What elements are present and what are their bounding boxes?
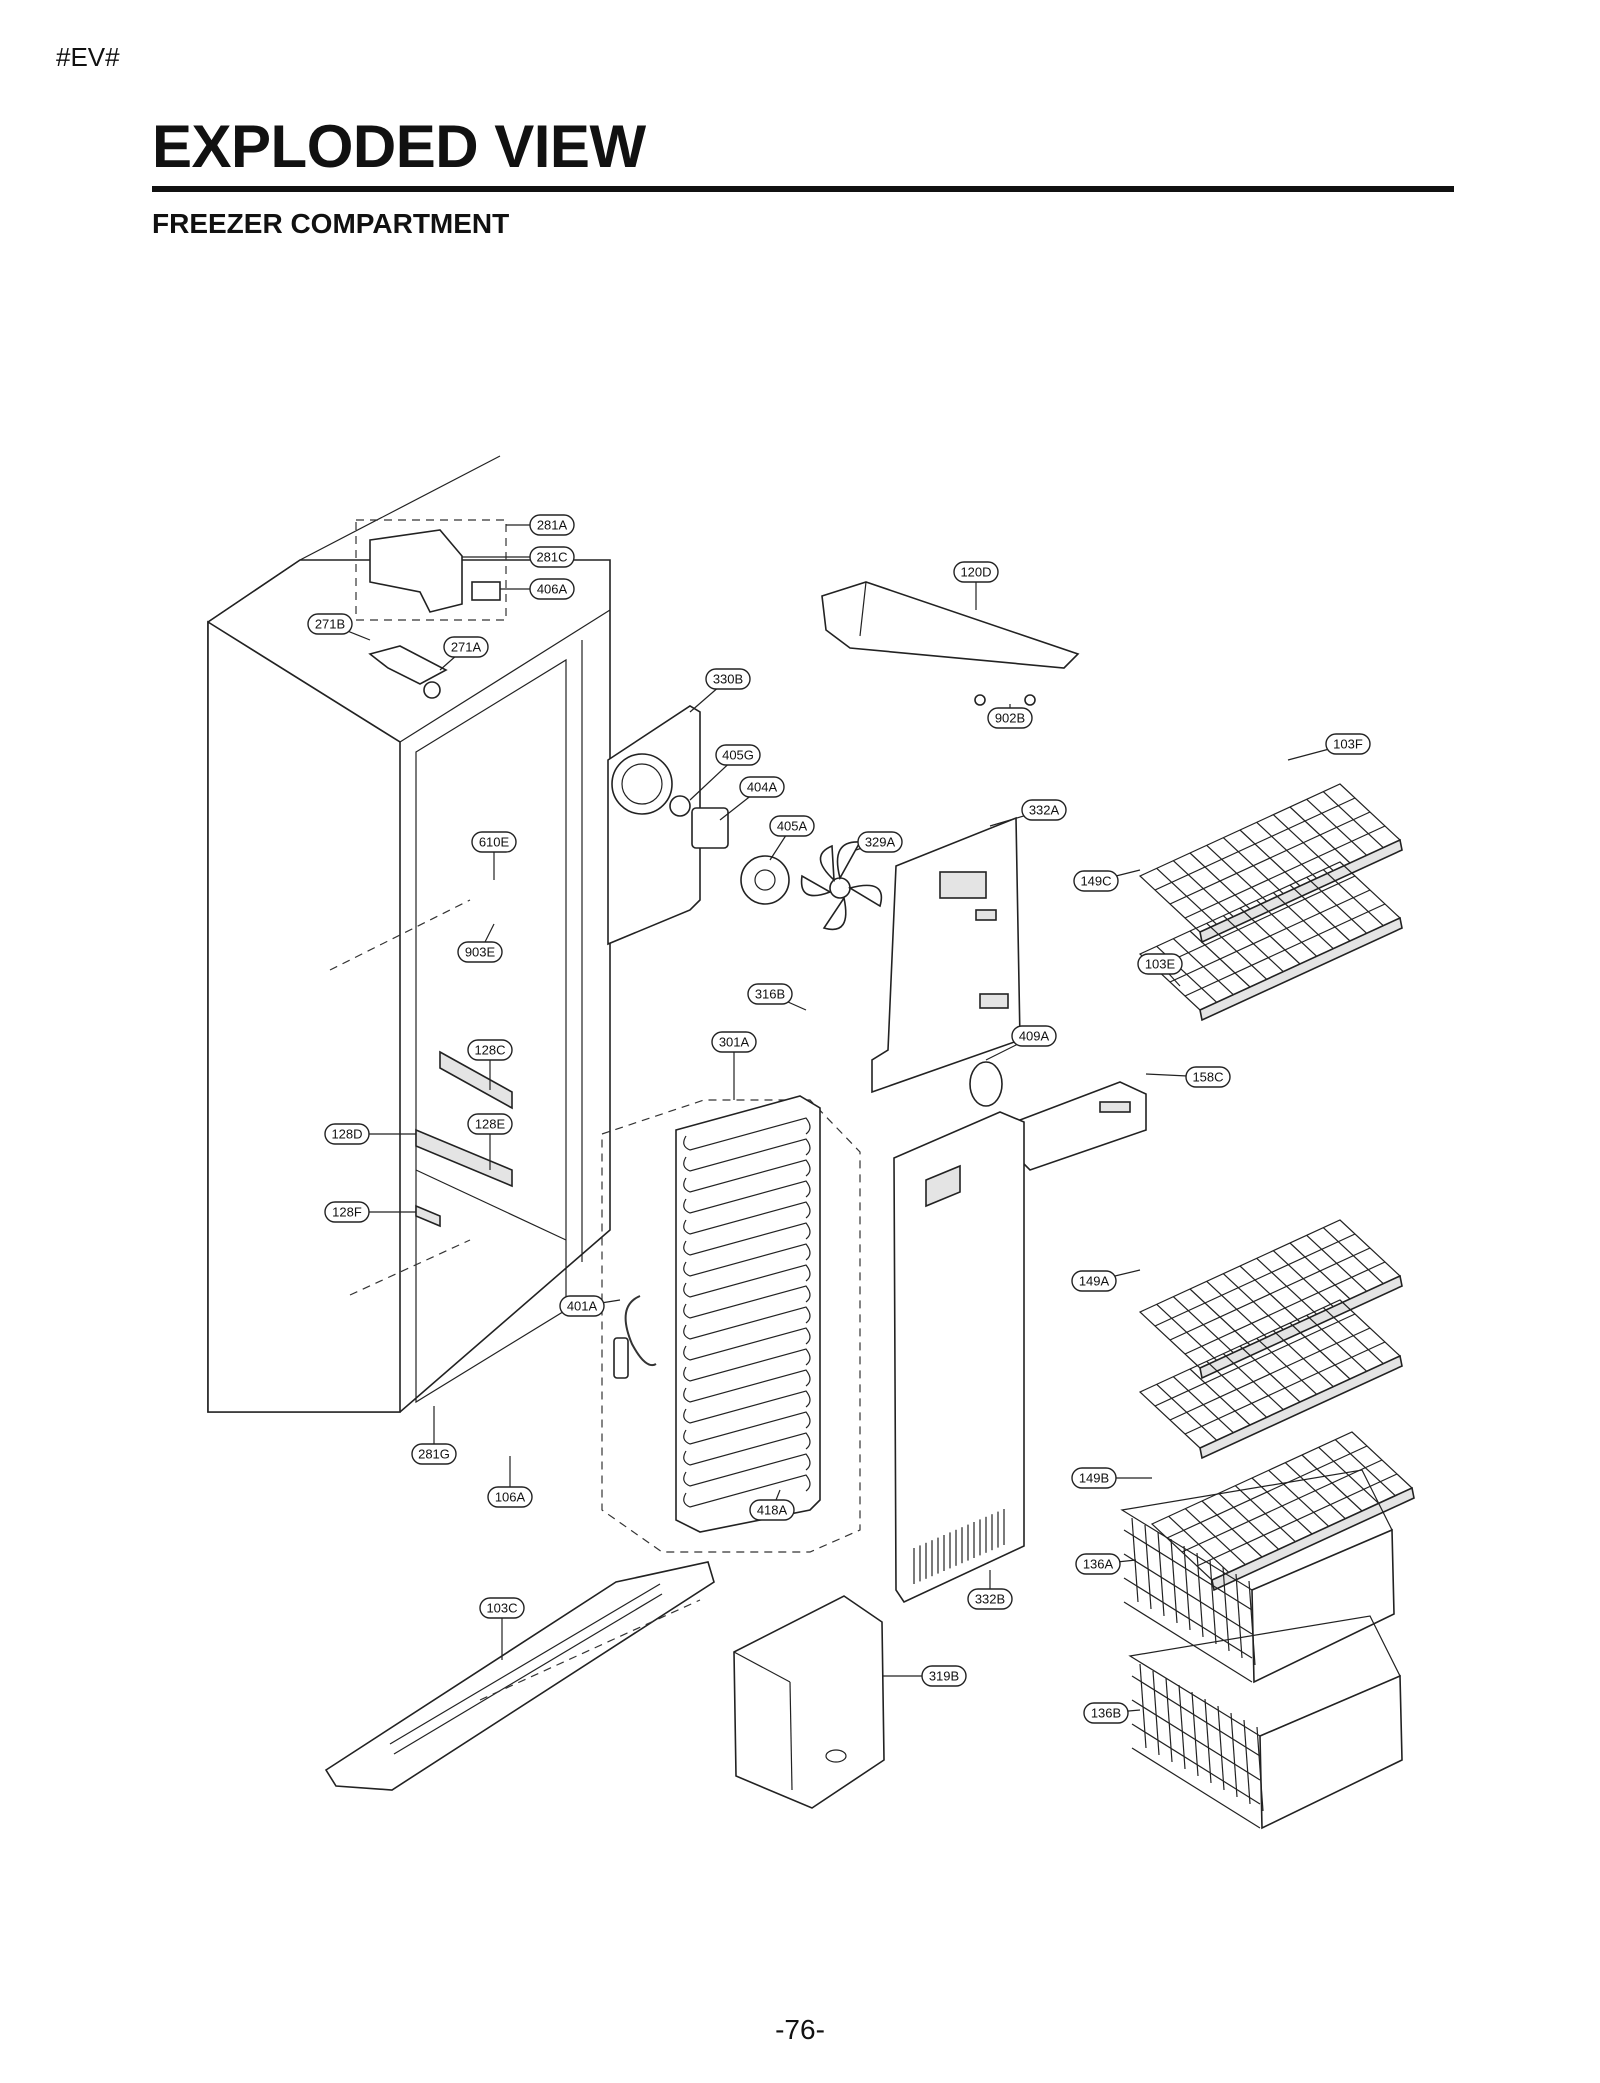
rail-bracket-drawing — [821, 581, 1080, 706]
part-callout-301a: 301A — [711, 1031, 757, 1100]
part-callout-610e: 610E — [471, 831, 517, 880]
part-number-label: 405G — [722, 748, 754, 763]
part-number-label: 281A — [537, 518, 568, 533]
part-number-label: 281C — [536, 550, 567, 565]
part-number-label: 136A — [1083, 1557, 1114, 1572]
part-callout-103f: 103F — [1287, 733, 1371, 761]
part-callout-281c: 281C — [462, 546, 575, 568]
part-number-label: 271A — [451, 640, 482, 655]
part-number-label: 128E — [475, 1117, 506, 1132]
part-callout-149a: 149A — [1071, 1269, 1141, 1292]
document-tag: #EV# — [56, 42, 120, 72]
evaporator-cover-panel-drawing — [871, 816, 1021, 1094]
top-cover-group — [355, 519, 507, 699]
lower-cover-panel-drawing — [893, 1111, 1025, 1604]
part-number-label: 332A — [1029, 803, 1060, 818]
part-callout-128f: 128F — [324, 1201, 416, 1223]
part-callout-329a: 329A — [855, 831, 903, 853]
part-number-label: 158C — [1192, 1070, 1223, 1085]
part-number-label: 120D — [960, 565, 991, 580]
part-callout-405a: 405A — [769, 815, 815, 861]
part-number-label: 103C — [486, 1601, 517, 1616]
page-number: -76- — [775, 2014, 825, 2045]
part-number-label: 103E — [1145, 957, 1176, 972]
part-number-label: 405A — [777, 819, 808, 834]
part-number-label: 149C — [1080, 874, 1111, 889]
part-callout-103c: 103C — [479, 1597, 525, 1660]
part-number-label: 136B — [1091, 1706, 1121, 1721]
part-number-label: 271B — [315, 617, 345, 632]
part-number-label: 281G — [418, 1447, 450, 1462]
part-number-label: 103F — [1333, 737, 1363, 752]
part-number-label: 149B — [1079, 1471, 1109, 1486]
part-number-label: 401A — [567, 1299, 598, 1314]
part-callout-332b: 332B — [967, 1570, 1013, 1610]
part-callout-128c: 128C — [467, 1039, 513, 1090]
wire-baskets-drawing — [1120, 1469, 1403, 1830]
page-title: EXPLODED VIEW — [152, 113, 646, 180]
part-callout-330b: 330B — [689, 668, 751, 713]
part-callout-404a: 404A — [719, 776, 785, 821]
part-number-label: 330B — [713, 672, 743, 687]
part-callout-136b: 136B — [1083, 1702, 1141, 1724]
part-callout-409a: 409A — [985, 1025, 1057, 1061]
part-callout-106a: 106A — [487, 1456, 533, 1508]
bottom-rail-drawing — [324, 1561, 715, 1791]
part-callout-902b: 902B — [987, 704, 1033, 729]
part-callout-158c: 158C — [1145, 1066, 1231, 1088]
part-number-label: 902B — [995, 711, 1025, 726]
evaporator-drawing — [601, 1095, 861, 1553]
fan-blade-drawing — [800, 841, 883, 931]
part-callout-271a: 271A — [439, 636, 489, 671]
part-number-label: 610E — [479, 835, 510, 850]
drain-tray-drawing — [733, 1595, 885, 1809]
part-callout-903e: 903E — [457, 923, 503, 963]
part-callout-405g: 405G — [689, 744, 761, 801]
part-callout-136a: 136A — [1075, 1553, 1137, 1575]
part-number-label: 404A — [747, 780, 778, 795]
part-callout-332a: 332A — [989, 799, 1067, 827]
part-callout-128d: 128D — [324, 1123, 416, 1145]
wire-shelves-drawing — [1138, 783, 1415, 1592]
part-callout-149b: 149B — [1071, 1467, 1152, 1489]
part-callout-281g: 281G — [411, 1406, 457, 1465]
part-callout-103e: 103E — [1137, 953, 1183, 987]
part-callout-149c: 149C — [1073, 869, 1141, 892]
part-callout-406a: 406A — [500, 578, 575, 600]
part-callout-128e: 128E — [467, 1113, 513, 1170]
part-number-label: 128D — [331, 1127, 362, 1142]
part-callout-319b: 319B — [882, 1665, 967, 1687]
part-callout-418a: 418A — [749, 1489, 795, 1521]
part-number-label: 418A — [757, 1503, 788, 1518]
part-callout-316b: 316B — [747, 983, 807, 1011]
part-number-label: 301A — [719, 1035, 750, 1050]
fan-housing-drawing — [607, 705, 790, 946]
part-number-label: 128F — [332, 1205, 362, 1220]
part-number-label: 149A — [1079, 1274, 1110, 1289]
part-callout-271b: 271B — [307, 613, 371, 641]
part-callout-120d: 120D — [953, 561, 999, 610]
part-number-label: 329A — [865, 835, 896, 850]
part-number-label: 316B — [755, 987, 785, 1002]
lamp-cover-drawing — [969, 1061, 1147, 1171]
part-callout-401a: 401A — [559, 1295, 621, 1317]
part-callouts: 281A 281C 406A 271B 271A 120D 902B 330B 405G 404A… — [307, 514, 1371, 1724]
title-rule — [152, 186, 1454, 192]
part-callout-281a: 281A — [506, 514, 575, 536]
part-number-label: 319B — [929, 1669, 959, 1684]
part-number-label: 903E — [465, 945, 496, 960]
page-subtitle: FREEZER COMPARTMENT — [152, 208, 510, 239]
part-number-label: 409A — [1019, 1029, 1050, 1044]
part-number-label: 406A — [537, 582, 568, 597]
part-number-label: 106A — [495, 1490, 526, 1505]
part-number-label: 332B — [975, 1592, 1005, 1607]
part-number-label: 128C — [474, 1043, 505, 1058]
